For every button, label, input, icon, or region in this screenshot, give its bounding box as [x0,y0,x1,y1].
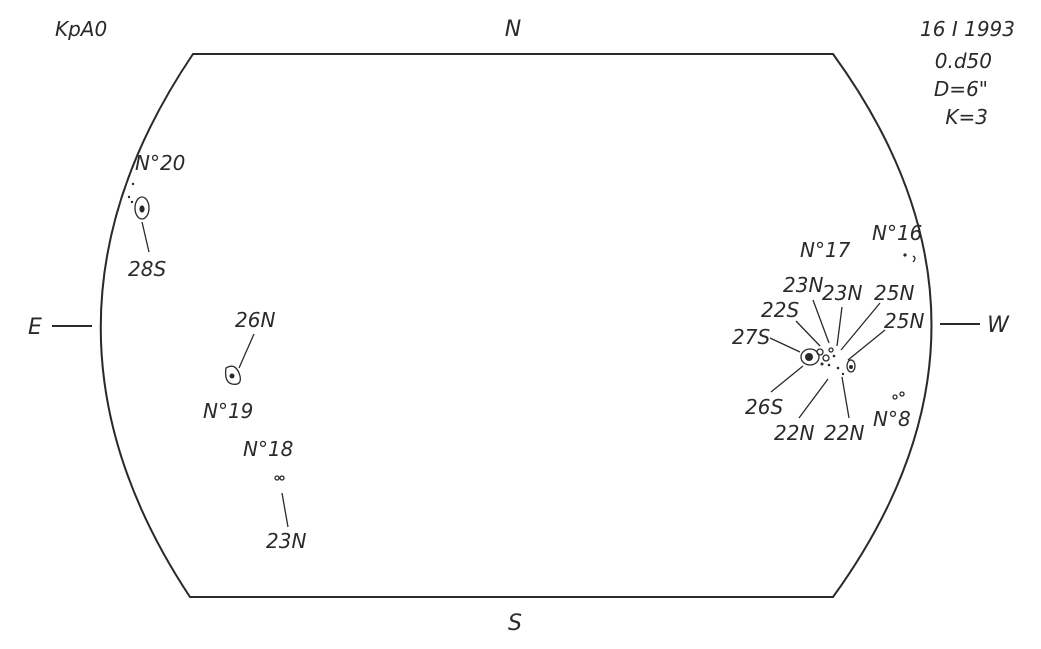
group-8-number: N°8 [873,407,911,431]
group-19: 26N N°19 [203,308,275,423]
observation-date: 16 I 1993 [920,17,1015,41]
north-label: N [505,17,521,42]
group-19-latitude: 26N [235,308,275,332]
group-19-number: N°19 [203,399,253,423]
group-19-spot [224,365,241,385]
disk-diameter: D=6" [934,77,988,101]
group-17-number: N°17 [800,238,851,262]
group-20-penumbra [134,196,150,220]
group-17-label: 22N [824,421,864,445]
group-18-latitude: 23N [266,529,306,553]
group-17: N°17 23N 23N 25N 22S 25N 27S 26S 22N 22N [732,238,924,445]
group-20-number: N°20 [135,151,185,175]
group-17-label: 22S [761,298,799,322]
group-17-label: 25N [884,309,924,333]
group-17-leader-spot [800,348,820,366]
group-20-latitude: 28S [128,257,166,281]
group-8: N°8 [873,391,911,431]
group-18-number: N°18 [243,437,293,461]
group-20: N°20 28S [127,151,185,281]
east-label: E [28,315,42,340]
group-17-label: 23N [783,273,823,297]
south-label: S [508,611,522,636]
scale-coefficient: K=3 [945,105,988,129]
group-16: N°16 [872,221,922,263]
group-18: N°18 23N [243,437,306,553]
group-17-label: 25N [874,281,914,305]
group-17-label: 22N [774,421,814,445]
group-17-label: 23N [822,281,862,305]
observatory-code: KpA0 [55,17,107,41]
group-17-label: 26S [745,395,783,419]
group-17-label: 27S [732,325,770,349]
observation-time: 0.d50 [935,49,992,73]
group-20-umbra [139,205,145,213]
group-17-follower-spot [846,359,856,373]
group-16-number: N°16 [872,221,922,245]
disk-outline [99,53,933,598]
west-label: W [987,313,1010,338]
